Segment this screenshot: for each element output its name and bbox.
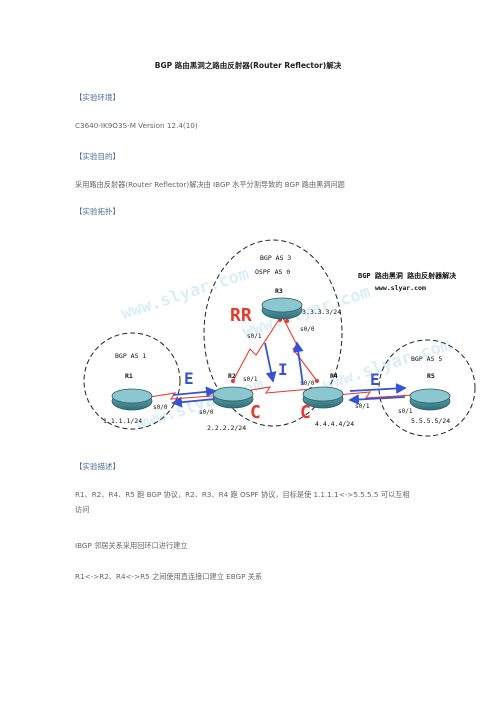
heading-description: 【实验描述】 <box>75 462 120 471</box>
client-annotation-r2: C <box>250 402 261 423</box>
purpose-text: 采用路由反射器(Router Reflector)解决由 IBGP 水平分割导致… <box>75 180 345 189</box>
heading-environment: 【实验环境】 <box>75 93 120 102</box>
iface-r3-s00: s0/0 <box>300 326 315 333</box>
router-r1: R1 <box>111 372 153 411</box>
iface-r2-s00: s0/0 <box>199 409 214 416</box>
iface-r1-s00: s0/0 <box>153 404 168 411</box>
description-line-2: IBGP 邻居关系采用回环口进行建立 <box>75 541 188 550</box>
router-r1-name: R1 <box>125 372 133 380</box>
link-r1-r2 <box>149 392 226 400</box>
router-r5-name: R5 <box>427 372 435 380</box>
ebgp-annotation-left: E <box>184 369 194 388</box>
peering-arrows <box>171 341 407 408</box>
router-r2-ip: 2.2.2.2/24 <box>207 424 246 432</box>
router-r3-ip: 3.3.3.3/24 <box>302 308 341 316</box>
router-r3: R3 <box>261 287 303 320</box>
environment-text: C3640-IK9O3S-M Version 12.4(10) <box>75 121 198 130</box>
link-r4-r5 <box>336 391 413 399</box>
heading-topology: 【实验拓扑】 <box>75 207 120 216</box>
router-r5: R5 <box>409 372 451 411</box>
topology-diagram: www.slyar.com www.slyar.com www.slyar.co… <box>75 233 485 448</box>
page-title: BGP 路由黑洞之路由反射器(Router Reflector)解决 <box>154 61 342 70</box>
iface-r2-s01-right: s0/1 <box>243 376 258 383</box>
iface-r2-s01-up: s0/1 <box>247 333 262 340</box>
heading-purpose: 【实验目的】 <box>75 152 120 161</box>
as5-boundary <box>378 339 476 437</box>
router-r2: R2 <box>212 372 254 409</box>
ibgp-annotation: I <box>278 360 288 379</box>
router-r4-name: R4 <box>330 372 338 380</box>
as5-label: BGP AS 5 <box>411 355 442 363</box>
router-r2-name: R2 <box>228 372 236 380</box>
ebgp-annotation-right: E <box>370 370 380 389</box>
watermark-text-4: www.slyar.com <box>321 335 454 395</box>
description-line-3: R1<->R2、R4<->R5 之间使用直连接口建立 EBGP 关系 <box>75 572 263 581</box>
router-r3-name: R3 <box>275 287 283 295</box>
iface-r5-s01: s0/1 <box>398 408 413 415</box>
rr-annotation: RR <box>230 305 252 326</box>
as1-label: BGP AS 1 <box>115 352 146 360</box>
as1-boundary <box>83 332 181 430</box>
router-r5-ip: 5.5.5.5/24 <box>411 417 450 425</box>
ospf-label: OSPF AS 0 <box>255 268 290 276</box>
description-line-1b: 访问 <box>75 505 90 514</box>
caption-url: www.slyar.com <box>375 284 426 292</box>
client-annotation-r4: C <box>300 402 311 423</box>
description-line-1: R1、R2、R4、R5 跑 BGP 协议，R2、R3、R4 跑 OSPF 协议，… <box>75 490 410 499</box>
router-r1-ip: 1.1.1.1/24 <box>103 417 142 425</box>
router-r4: R4 <box>302 372 344 409</box>
as3-boundary <box>203 239 343 427</box>
link-r2-r4 <box>244 386 312 394</box>
router-r4-ip: 4.4.4.4/24 <box>315 420 354 428</box>
iface-r4-s00: s0/0 <box>300 380 315 387</box>
as3-label: BGP AS 3 <box>260 254 291 262</box>
link-r2-r3 <box>232 317 281 382</box>
caption-title: BGP 路由黑洞 路由反射器解决 <box>358 271 457 280</box>
iface-r4-s01: s0/1 <box>355 403 370 410</box>
